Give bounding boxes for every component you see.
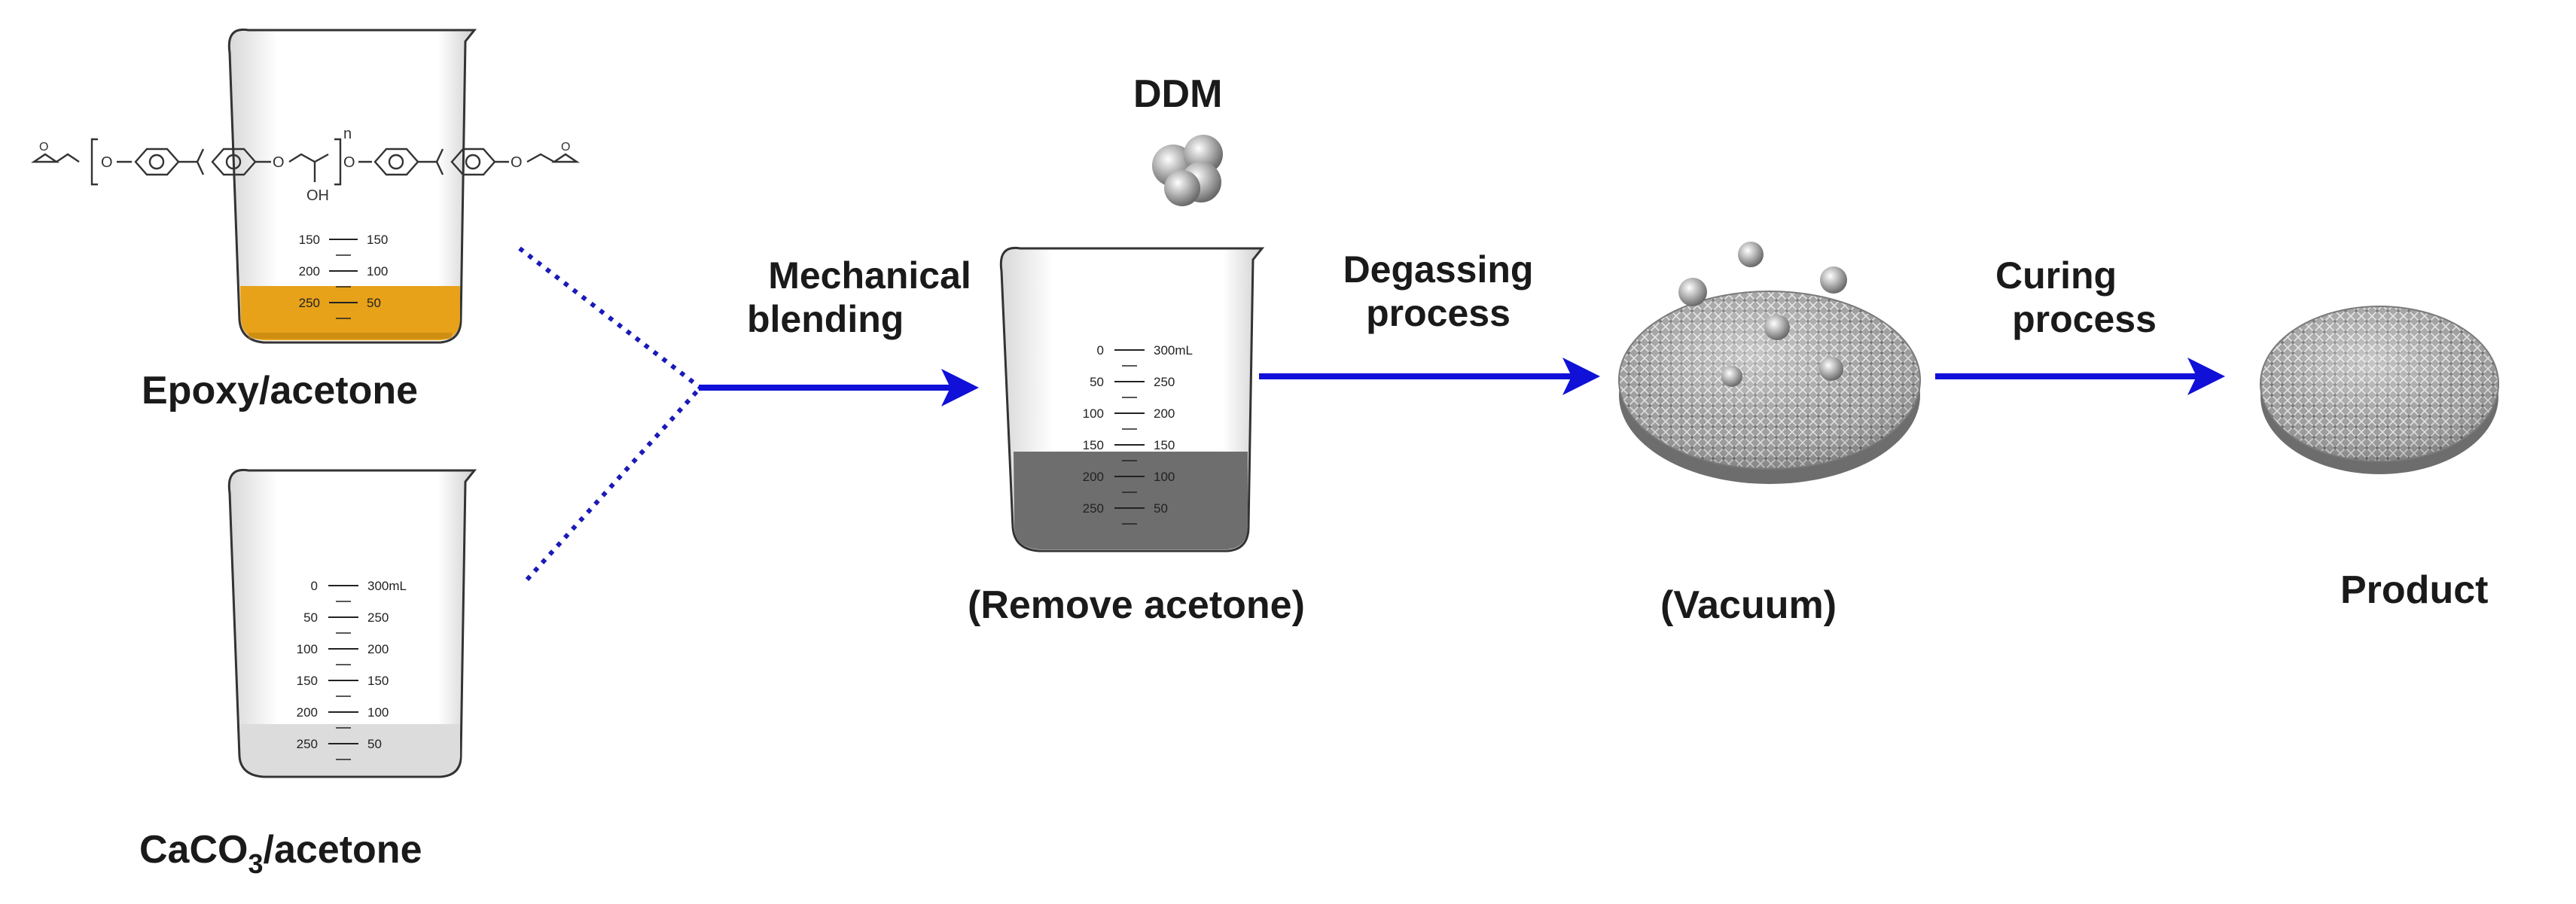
caco3-formula: CaCO bbox=[139, 828, 248, 872]
scale-left-label: 150 bbox=[1083, 438, 1104, 452]
ddm-label: DDM bbox=[1133, 72, 1223, 116]
scale-right-label: 150 bbox=[1154, 438, 1175, 452]
epoxy-scale-right: 50 bbox=[367, 296, 381, 310]
product-caption: Product bbox=[2340, 568, 2489, 612]
scale-right-label: 200 bbox=[1154, 406, 1175, 421]
scale-right-label: 250 bbox=[367, 610, 389, 625]
degassing-line-2: process bbox=[1366, 291, 1511, 334]
scale-left-label: 0 bbox=[311, 579, 318, 593]
mechanical-blending-label: Mechanical blending bbox=[745, 254, 994, 341]
scale-left-label: 250 bbox=[297, 737, 318, 751]
epoxy-scale-right: 150 bbox=[367, 233, 388, 247]
mechanical-line-2: blending bbox=[747, 297, 904, 340]
svg-text:O: O bbox=[561, 141, 570, 154]
svg-text:O: O bbox=[511, 154, 523, 171]
epoxy-scale: 150 200 250 150 100 50 bbox=[299, 233, 388, 319]
scale-left-label: 150 bbox=[297, 674, 318, 688]
scale-right-label: 250 bbox=[1154, 375, 1175, 389]
bubbles bbox=[1678, 242, 1847, 387]
mix-scale: 0 300mL 50 250 100 200 150 150 200 100 250 50 bbox=[1083, 343, 1193, 525]
caco3-acetone-label: CaCO3/acetone bbox=[139, 828, 422, 879]
svg-text:O: O bbox=[101, 154, 113, 171]
scale-right-label: 100 bbox=[1154, 470, 1175, 484]
caco3-subscript: 3 bbox=[248, 848, 264, 879]
scale-right-label: 50 bbox=[367, 737, 382, 751]
scale-left-label: 200 bbox=[1083, 470, 1104, 484]
svg-text:O: O bbox=[343, 154, 355, 171]
degassing-arrow bbox=[1259, 358, 1600, 395]
product-disk bbox=[2260, 306, 2499, 474]
caco3-beaker: 0 300mL 50 250 100 200 150 150 200 100 250 50 bbox=[227, 468, 477, 778]
mechanical-blending-arrow bbox=[699, 369, 979, 406]
scale-left-label: 50 bbox=[303, 610, 318, 625]
scale-left-label: 200 bbox=[297, 705, 318, 720]
mixing-beaker: 0 300mL 50 250 100 200 150 150 200 100 250 50 bbox=[999, 246, 1265, 552]
ddm-particles bbox=[1152, 135, 1223, 206]
scale-left-label: 250 bbox=[1083, 501, 1104, 516]
mechanical-line-1: Mechanical bbox=[768, 254, 971, 297]
vacuum-caption: (Vacuum) bbox=[1660, 583, 1837, 627]
hydroxyl-label: OH bbox=[306, 187, 329, 204]
mix-liquid bbox=[1014, 452, 1248, 549]
scale-left-label: 100 bbox=[1083, 406, 1104, 421]
scale-left-label: 0 bbox=[1097, 343, 1104, 358]
svg-text:O: O bbox=[273, 154, 285, 171]
caco3-liquid bbox=[240, 724, 460, 775]
scale-right-label: 150 bbox=[367, 674, 389, 688]
scale-right-label: 200 bbox=[367, 642, 389, 656]
dotted-merge-lines bbox=[518, 246, 703, 582]
scale-right-label: 300mL bbox=[1154, 343, 1193, 358]
epoxy-structure: O O O OH n O bbox=[31, 126, 580, 204]
degassing-process-label: Degassing process bbox=[1325, 248, 1551, 335]
caco3-scale: 0 300mL 50 250 100 200 150 150 200 100 250 50 bbox=[297, 579, 407, 760]
scale-right-label: 300mL bbox=[367, 579, 407, 593]
curing-line-2: process bbox=[2012, 297, 2157, 340]
epoxy-scale-left: 250 bbox=[299, 296, 320, 310]
epoxy-scale-right: 100 bbox=[367, 264, 388, 279]
epoxy-scale-left: 150 bbox=[299, 233, 320, 247]
epoxy-acetone-label: Epoxy/acetone bbox=[142, 369, 419, 412]
curing-arrow bbox=[1935, 358, 2225, 395]
svg-text:O: O bbox=[39, 141, 48, 154]
repeat-unit-label: n bbox=[343, 126, 352, 142]
remove-acetone-caption: (Remove acetone) bbox=[968, 583, 1305, 627]
scale-left-label: 100 bbox=[297, 642, 318, 656]
curing-process-label: Curing process bbox=[1979, 254, 2190, 341]
vacuum-disk bbox=[1618, 291, 1921, 484]
curing-line-1: Curing bbox=[1995, 254, 2117, 297]
scale-right-label: 50 bbox=[1154, 501, 1168, 516]
epoxy-beaker: 150 200 250 150 100 50 bbox=[227, 28, 477, 344]
scale-right-label: 100 bbox=[367, 705, 389, 720]
epoxy-scale-left: 200 bbox=[299, 264, 320, 279]
scale-left-label: 50 bbox=[1090, 375, 1104, 389]
caco3-solvent: /acetone bbox=[263, 828, 422, 872]
degassing-line-1: Degassing bbox=[1343, 248, 1534, 291]
epoxy-liquid bbox=[240, 286, 460, 340]
